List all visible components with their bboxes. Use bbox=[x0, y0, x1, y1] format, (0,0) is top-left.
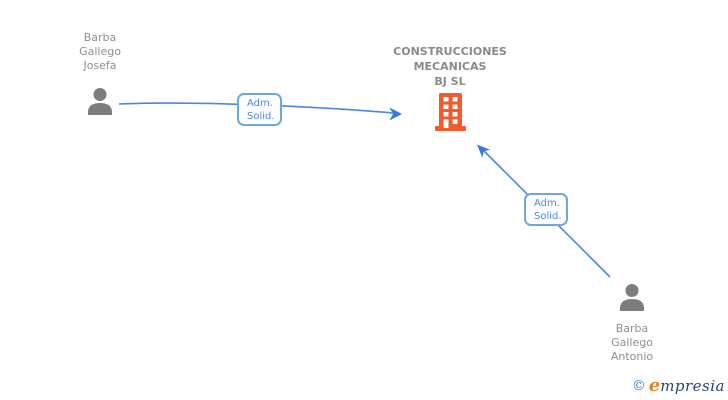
edge-label-line: Solid. bbox=[247, 111, 275, 122]
node-label-antonio: Barba Gallego Antonio bbox=[572, 322, 692, 364]
brand-initial: e bbox=[648, 375, 661, 396]
node-label-company: CONSTRUCCIONES MECANICAS BJ SL bbox=[375, 44, 525, 89]
name-line: Gallego bbox=[611, 336, 653, 349]
company-name-line: CONSTRUCCIONES bbox=[393, 45, 507, 58]
company-name-line: MECANICAS bbox=[413, 60, 487, 73]
node-label-josefa: Barba Gallego Josefa bbox=[40, 31, 160, 73]
brand-name: mpresia bbox=[660, 377, 725, 395]
name-line: Barba bbox=[615, 322, 649, 335]
edge-label-adm-solid-antonio: Adm. Solid. bbox=[524, 193, 568, 226]
copyright-icon: © bbox=[631, 378, 646, 394]
node-company-construcciones-mecanicas-bj-sl[interactable] bbox=[434, 93, 467, 135]
name-line: Barba bbox=[83, 31, 117, 44]
edge-label-line: Adm. bbox=[247, 98, 273, 109]
name-line: Antonio bbox=[610, 350, 654, 363]
person-icon bbox=[88, 88, 112, 115]
edge-label-adm-solid-josefa: Adm. Solid. bbox=[237, 93, 282, 126]
name-line: Gallego bbox=[79, 45, 121, 58]
building-icon bbox=[435, 93, 466, 131]
edge-label-line: Adm. bbox=[534, 198, 560, 209]
name-line: Josefa bbox=[83, 59, 117, 72]
arrowhead-antonio-to-company bbox=[477, 144, 491, 158]
arrowhead-josefa-to-company bbox=[389, 107, 402, 121]
person-icon bbox=[620, 284, 644, 311]
node-person-antonio[interactable] bbox=[618, 283, 646, 315]
company-name-line: BJ SL bbox=[434, 75, 466, 88]
empresia-watermark: ©empresia bbox=[632, 375, 725, 396]
node-person-josefa[interactable] bbox=[86, 87, 114, 119]
edge-label-line: Solid. bbox=[534, 211, 562, 222]
